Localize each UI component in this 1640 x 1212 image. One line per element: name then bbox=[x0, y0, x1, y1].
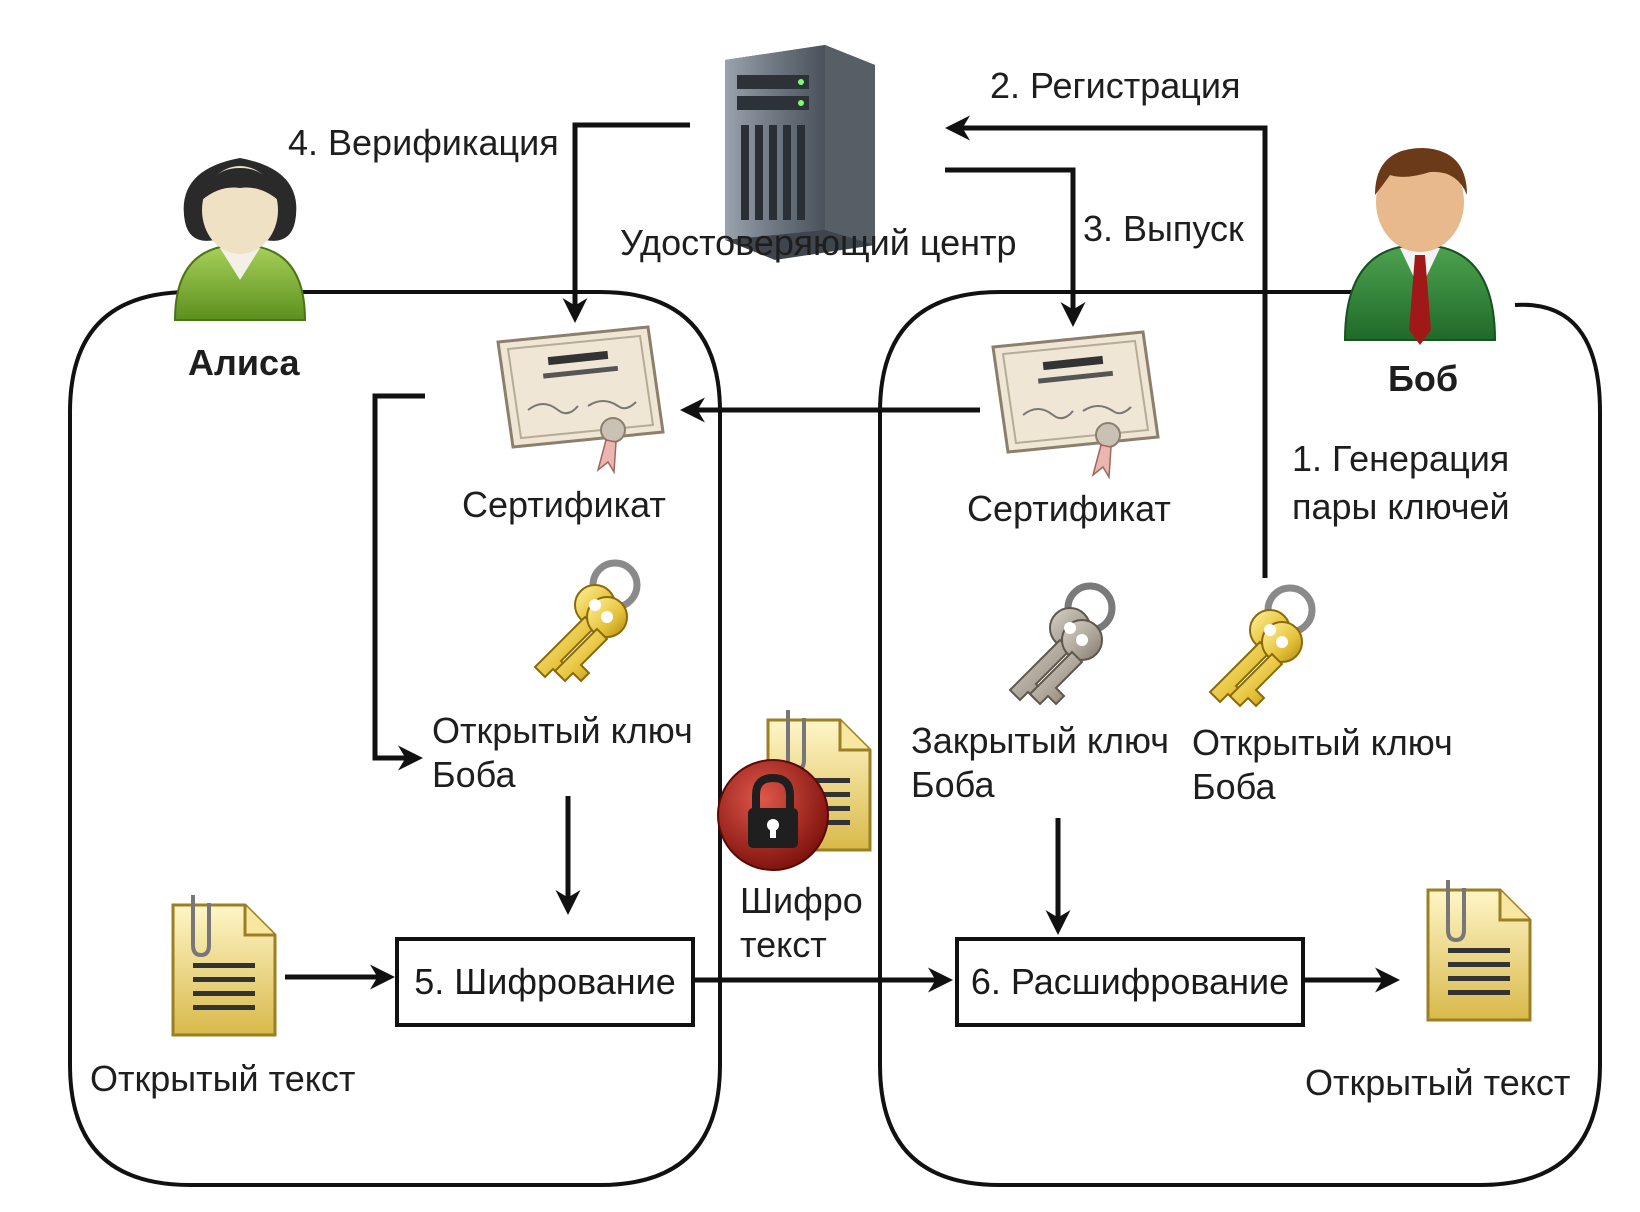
alice-public-key-line1: Открытый ключ bbox=[432, 710, 693, 751]
lock-icon bbox=[717, 759, 829, 871]
bob-public-key-line2: Боба bbox=[1192, 766, 1276, 807]
bob-private-key-line2: Боба bbox=[911, 764, 995, 805]
arrow-verification bbox=[562, 122, 690, 323]
step-verification: 4. Верификация bbox=[288, 122, 559, 163]
ciphertext-line2: текст bbox=[740, 924, 827, 965]
ca-label: Удостоверяющий центр bbox=[620, 222, 1017, 263]
alice-certificate-label: Сертификат bbox=[462, 484, 666, 525]
arrow-issue bbox=[945, 167, 1086, 327]
certificate-icon-bob bbox=[991, 330, 1160, 479]
ciphertext-line1: Шифро bbox=[740, 880, 863, 921]
bob-frame bbox=[878, 290, 1602, 1187]
gray-keys-icon-bob bbox=[1010, 586, 1112, 704]
alice-plaintext-label: Открытый текст bbox=[90, 1058, 356, 1099]
alice-name: Алиса bbox=[188, 342, 300, 383]
user-female-icon bbox=[173, 158, 307, 321]
decryption-box: 6. Расшифрование bbox=[955, 937, 1305, 1027]
arrow-registration bbox=[945, 115, 1268, 578]
bob-name: Боб bbox=[1388, 358, 1459, 399]
step-registration: 2. Регистрация bbox=[990, 65, 1241, 106]
step-keygen-line2: пары ключей bbox=[1292, 486, 1510, 527]
arrow-cert-to-key bbox=[372, 393, 425, 771]
bob-public-key-line1: Открытый ключ bbox=[1192, 722, 1453, 763]
bob-plaintext-label: Открытый текст bbox=[1305, 1062, 1571, 1103]
server-icon bbox=[725, 45, 875, 260]
user-male-icon bbox=[1343, 148, 1497, 345]
alice-frame bbox=[68, 290, 722, 1187]
document-icon-alice bbox=[171, 893, 277, 1037]
encryption-box: 5. Шифрование bbox=[395, 937, 695, 1027]
certificate-icon-alice bbox=[496, 325, 665, 474]
document-icon-bob bbox=[1426, 878, 1532, 1022]
bob-private-key-line1: Закрытый ключ bbox=[911, 720, 1170, 761]
step-issue: 3. Выпуск bbox=[1083, 208, 1244, 249]
step-keygen-line1: 1. Генерация bbox=[1292, 438, 1510, 479]
bob-certificate-label: Сертификат bbox=[967, 488, 1171, 529]
gold-keys-icon-alice bbox=[535, 563, 637, 681]
gold-keys-icon-bob bbox=[1210, 588, 1312, 706]
alice-public-key-line2: Боба bbox=[432, 754, 516, 795]
